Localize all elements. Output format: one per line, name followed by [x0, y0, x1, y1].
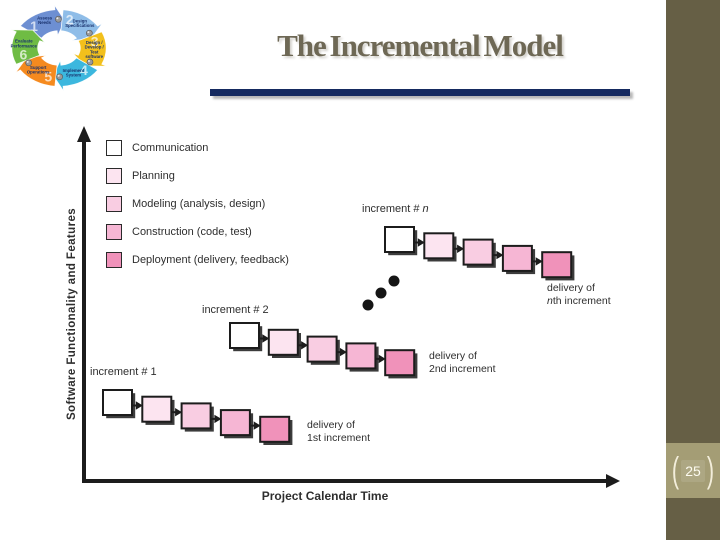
cycle-number-4: 4 [80, 62, 88, 78]
title-divider [210, 89, 630, 96]
task-box-deployment [259, 415, 291, 443]
cycle-ball-highlight [26, 60, 29, 63]
flow-arrowhead [175, 408, 183, 417]
cycle-number-1: 1 [30, 18, 38, 34]
incremental-model-diagram [77, 126, 620, 488]
ellipsis-dot [375, 287, 387, 299]
cycle-number-5: 5 [44, 68, 52, 84]
paren-open: ( [672, 449, 680, 491]
cycle-arrow-3 [72, 31, 108, 67]
ellipsis-dot [388, 275, 400, 287]
task-box-communication [384, 226, 415, 253]
legend-item-4: Construction (code, test) [106, 218, 289, 246]
task-box-modeling [462, 238, 494, 266]
page-title: The Incremental Model [277, 28, 564, 63]
y-axis-arrowhead [77, 126, 91, 142]
task-box-modeling [306, 335, 338, 363]
flow-arrowhead [496, 250, 504, 260]
x-axis-arrowhead [606, 474, 620, 488]
task-box-construction [345, 342, 377, 370]
flow-arrowhead [535, 257, 543, 266]
sidebar: ( 25 ) [666, 0, 720, 540]
task-box-construction [501, 244, 533, 272]
task-box-planning [141, 395, 173, 423]
cycle-number-2: 2 [66, 12, 74, 28]
flow-arrowhead [253, 421, 261, 430]
legend-item-2: Planning [106, 162, 289, 190]
increment-1-cascade [102, 389, 293, 445]
legend-label: Planning [132, 170, 175, 182]
flow-arrowhead [262, 334, 270, 343]
legend-item-5: Deployment (delivery, feedback) [106, 246, 289, 274]
legend-label: Deployment (delivery, feedback) [132, 254, 289, 266]
legend-label: Construction (code, test) [132, 226, 252, 238]
cycle-ball-highlight [57, 74, 60, 77]
task-box-communication [102, 389, 133, 416]
legend-label: Communication [132, 142, 209, 154]
cycle-ball-highlight [87, 59, 90, 62]
increment-2-cascade [229, 322, 418, 379]
flow-arrowhead [301, 341, 309, 350]
flow-arrowhead [339, 347, 347, 357]
legend-swatch [106, 168, 122, 184]
legend-swatch [106, 224, 122, 240]
legend-swatch [106, 196, 122, 212]
legend-swatch [106, 252, 122, 268]
paren-close: ) [706, 449, 714, 491]
task-box-deployment [541, 251, 573, 279]
page-number-badge: ( 25 ) [666, 443, 720, 498]
task-box-modeling [180, 402, 212, 430]
increment-n-cascade [384, 226, 575, 281]
task-box-planning [423, 232, 455, 260]
task-box-planning [267, 328, 299, 356]
cycle-number-3: 3 [91, 33, 99, 49]
flow-arrowhead [378, 354, 386, 364]
task-box-deployment [384, 349, 416, 377]
page-number: 25 [681, 459, 705, 482]
cycle-ball-highlight [87, 31, 90, 34]
task-box-construction [219, 409, 251, 437]
legend-swatch [106, 140, 122, 156]
flow-arrowhead [135, 401, 143, 410]
ellipsis-dot [362, 299, 374, 311]
cycle-ball-highlight [56, 17, 59, 20]
legend-label: Modeling (analysis, design) [132, 198, 266, 210]
cycle-number-6: 6 [19, 47, 27, 63]
flow-arrowhead [417, 238, 425, 247]
flow-arrowhead [457, 244, 465, 253]
task-box-communication [229, 322, 260, 349]
legend-item-3: Modeling (analysis, design) [106, 190, 289, 218]
cycle-arrow-4 [52, 57, 99, 92]
legend-item-1: Communication [106, 134, 289, 162]
cycle-arrow-6 [10, 29, 46, 65]
flow-arrowhead [214, 414, 222, 424]
